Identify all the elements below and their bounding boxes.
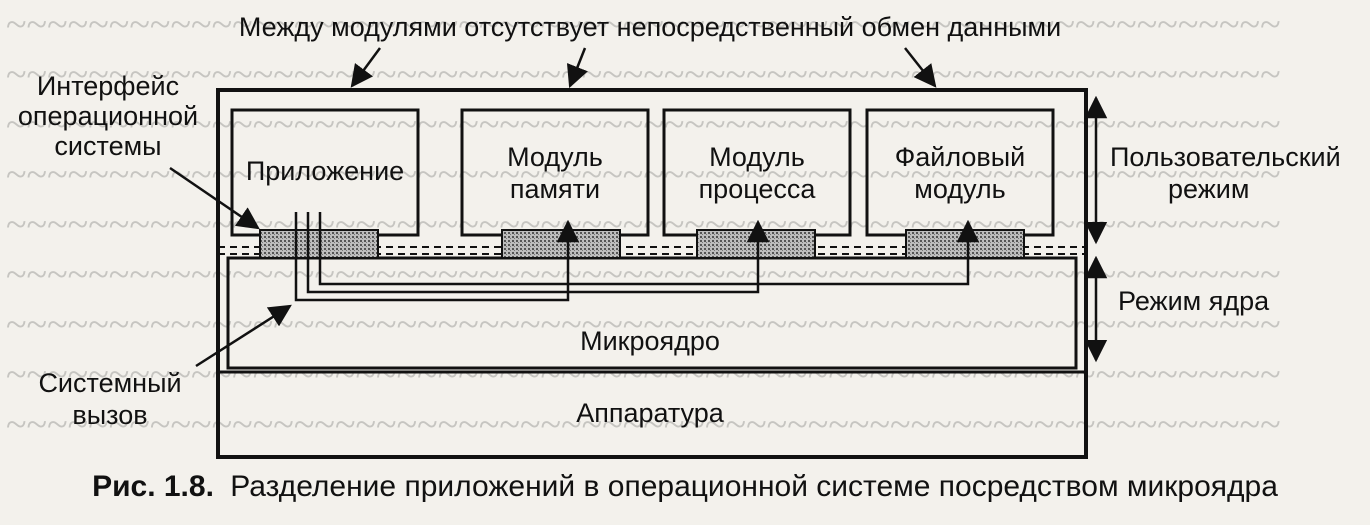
path-to-file-module: [318, 212, 980, 286]
figure-caption-text: Разделение приложений в операционной сис…: [230, 470, 1278, 503]
path-to-memory-module: [294, 212, 580, 302]
process-module-box: [662, 108, 852, 237]
os-interface-block-process: [696, 229, 816, 259]
file-module-label-line-1: Файловый: [895, 142, 1026, 172]
top-note-pointer-2: [566, 47, 588, 89]
kernel-mode-label: Режим ядра: [1118, 286, 1270, 316]
system-call-label-line-1: Системный: [38, 368, 181, 398]
os-interface-block-memory: [501, 229, 621, 259]
hardware-label: Аппаратура: [576, 398, 725, 428]
figure-caption: Рис. 1.8. Разделение приложений в операц…: [92, 470, 1278, 503]
os-interface-block-file: [905, 229, 1025, 259]
microkernel-label: Микроядро: [580, 326, 720, 356]
system-call-paths: [294, 212, 980, 302]
memory-module-box: [460, 108, 650, 237]
os-interface-pointer: [169, 166, 260, 230]
user-mode-label-line-2: режим: [1168, 174, 1249, 204]
top-note-pointer-3: [904, 47, 937, 88]
memory-module-label-line-1: Модуль: [507, 142, 603, 172]
top-note-pointer-1: [350, 47, 382, 88]
path-to-process-module: [306, 212, 770, 294]
system-call-label-line-2: вызов: [72, 400, 147, 430]
process-module-label-line-2: процесса: [699, 174, 817, 204]
memory-module-label-line-2: памяти: [510, 174, 600, 204]
application-label: Приложение: [246, 156, 404, 186]
process-module-label-line-1: Модуль: [709, 142, 805, 172]
file-module-label-line-2: модуль: [914, 174, 1005, 204]
user-mode-label-line-1: Пользовательский: [1110, 142, 1341, 172]
figure-number: Рис. 1.8.: [92, 470, 214, 503]
file-module-box: [865, 108, 1055, 237]
os-interface-label-line-3: системы: [54, 131, 161, 161]
system-call-pointer: [195, 304, 292, 368]
microkernel-box: [226, 256, 1078, 370]
os-interface-label-line-2: операционной: [18, 101, 198, 131]
os-interface-label-line-1: Интерфейс: [37, 71, 179, 101]
top-note-label: Между модулями отсутствует непосредствен…: [239, 12, 1061, 42]
